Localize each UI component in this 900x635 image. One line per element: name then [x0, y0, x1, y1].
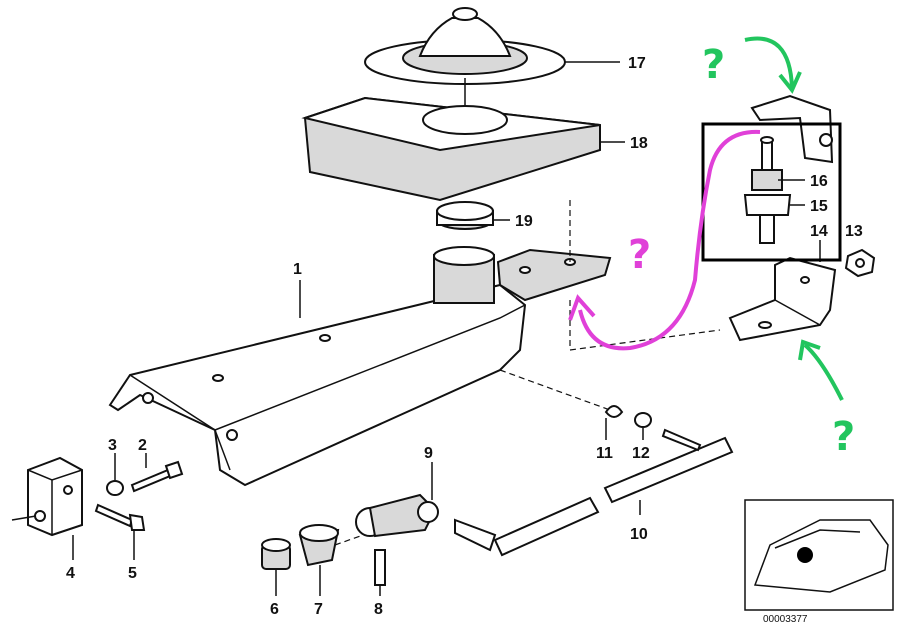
callout-3: 3	[108, 437, 117, 454]
car-thumbnail	[744, 499, 894, 611]
diagram-id: 00003377	[763, 614, 808, 625]
part-12-washer	[634, 412, 652, 428]
upper-bracket	[750, 94, 834, 164]
part-5-bolt	[94, 503, 146, 531]
callout-14: 14	[810, 223, 828, 240]
part-18-insulation	[301, 96, 601, 202]
part-3-washer	[106, 480, 124, 496]
part-2-bolt	[130, 460, 184, 493]
callout-8: 8	[374, 601, 383, 618]
callout-13: 13	[845, 223, 863, 240]
green-question-mark-top: ?	[702, 42, 725, 88]
callout-11: 11	[596, 445, 613, 462]
part-13-nut	[844, 248, 876, 278]
part-6-cap	[261, 538, 291, 570]
part-4-block	[11, 456, 83, 537]
part-10-rod	[454, 428, 734, 557]
part-15-mount	[743, 136, 792, 244]
part-8-pin	[374, 549, 386, 586]
part-19-bushing	[436, 201, 494, 230]
callout-6: 6	[270, 601, 279, 618]
part-14-bracket	[728, 256, 837, 342]
callout-2: 2	[138, 437, 147, 454]
callout-10: 10	[630, 526, 648, 543]
callout-9: 9	[424, 445, 433, 462]
callout-15: 15	[810, 198, 828, 215]
callout-4: 4	[66, 565, 75, 582]
callout-17: 17	[628, 55, 646, 72]
highlight-box	[701, 122, 842, 262]
magenta-annotations: ?	[568, 129, 761, 351]
callout-18: 18	[630, 135, 648, 152]
callout-12: 12	[632, 445, 650, 462]
part-1-console	[108, 246, 612, 487]
part-9-joint	[355, 493, 439, 538]
callout-7: 7	[314, 601, 323, 618]
green-question-mark-bottom: ?	[832, 414, 855, 460]
callout-19: 19	[515, 213, 533, 230]
part-11-clip	[604, 405, 624, 418]
part-7-sleeve	[298, 524, 340, 567]
callout-1: 1	[293, 261, 302, 278]
callout-5: 5	[128, 565, 137, 582]
location-dot	[797, 547, 813, 563]
callout-16: 16	[810, 173, 828, 190]
green-annotations: ? ?	[702, 36, 855, 460]
magenta-question-mark: ?	[628, 232, 651, 278]
